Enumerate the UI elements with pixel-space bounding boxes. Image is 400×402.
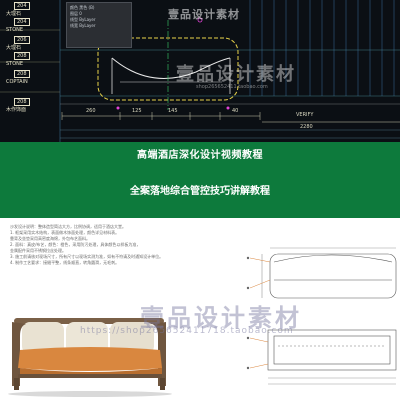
banner-subtitle: 全案落地综合管控技巧讲解教程 [130,186,270,197]
cad-drawing-panel: 204 大理石 204 STONE 206 大理石 208 STONE 208 … [0,0,400,142]
properties-popup[interactable]: 颜色 黑色 (B) 图层 0 线型 ByLayer 线宽 ByLayer [66,2,132,48]
document-panel: 沙发设计说明：整体造型简洁大方，比例协调，适用于酒店大堂。 1. 框架采用实木结… [0,218,400,402]
material-tag: 208 STONE [6,52,30,67]
spec-line: 3. 施工前请核对现场尺寸，所有尺寸以现场实测为准，如有不符请及时通知设计单位。 [10,254,164,259]
spec-line: 靠背及坐垫采用高密度海绵，外包布艺面料。 [10,236,90,241]
sofa-elevation-drawing [261,247,397,299]
dimension-label: 125 [132,108,142,114]
banner-title: 高端酒店深化设计视频教程 [137,150,263,161]
material-tag: 204 大理石 [6,2,30,17]
spec-line: 4. 制作工艺要求：接缝平整，线条顺直，转角圆滑，无毛刺。 [10,260,120,265]
spec-text-block: 沙发设计说明：整体造型简洁大方，比例协调，适用于酒店大堂。 1. 框架采用实木结… [10,224,250,266]
spec-line: 1. 框架采用实木结构，表面做木饰面处理，颜色详见材料表。 [10,230,120,235]
verify-label: VERIFY [296,112,314,118]
material-tag: 208 木作饰面 [6,98,30,113]
property-row: 图层 0 [70,11,82,16]
title-banner: 高端酒店深化设计视频教程 全案落地综合管控技巧讲解教程 [0,142,400,218]
sofa-plan-drawing [267,329,397,385]
watermark-text: 壹品设计素材 [176,64,296,85]
spec-line: 金属配件采用不锈钢拉丝处理。 [10,248,66,253]
watermark-url: https://shop265652411718.taobao.com [80,326,294,336]
property-row: 颜色 黑色 (B) [70,5,95,10]
spec-line: 沙发设计说明：整体造型简洁大方，比例协调，适用于酒店大堂。 [10,224,126,229]
cad-linework [0,0,400,142]
watermark-text: 壹品设计素材 [168,8,240,21]
dimension-label: 40 [232,108,239,114]
material-tag: 206 大理石 [6,36,30,51]
dimension-label: 260 [86,108,96,114]
sofa-illustration-and-drawings [8,247,397,397]
watermark-text: 壹品设计素材 [140,304,302,332]
dimension-label: 145 [168,108,178,114]
property-row: 线宽 ByLayer [70,23,96,28]
material-tag: 208 COPTAIN [6,70,30,85]
watermark-url: shop265652411.taobao.com [196,84,268,90]
spec-line: 2. 面料：真皮/布艺，颜色：橙色，采用防污处理，具体颜色以样板为准， [10,242,141,247]
material-tag: 204 STONE [6,18,30,33]
property-row: 线型 ByLayer [70,17,96,22]
sofa-render [8,318,172,397]
verify-dimension: 2280 [300,124,313,130]
